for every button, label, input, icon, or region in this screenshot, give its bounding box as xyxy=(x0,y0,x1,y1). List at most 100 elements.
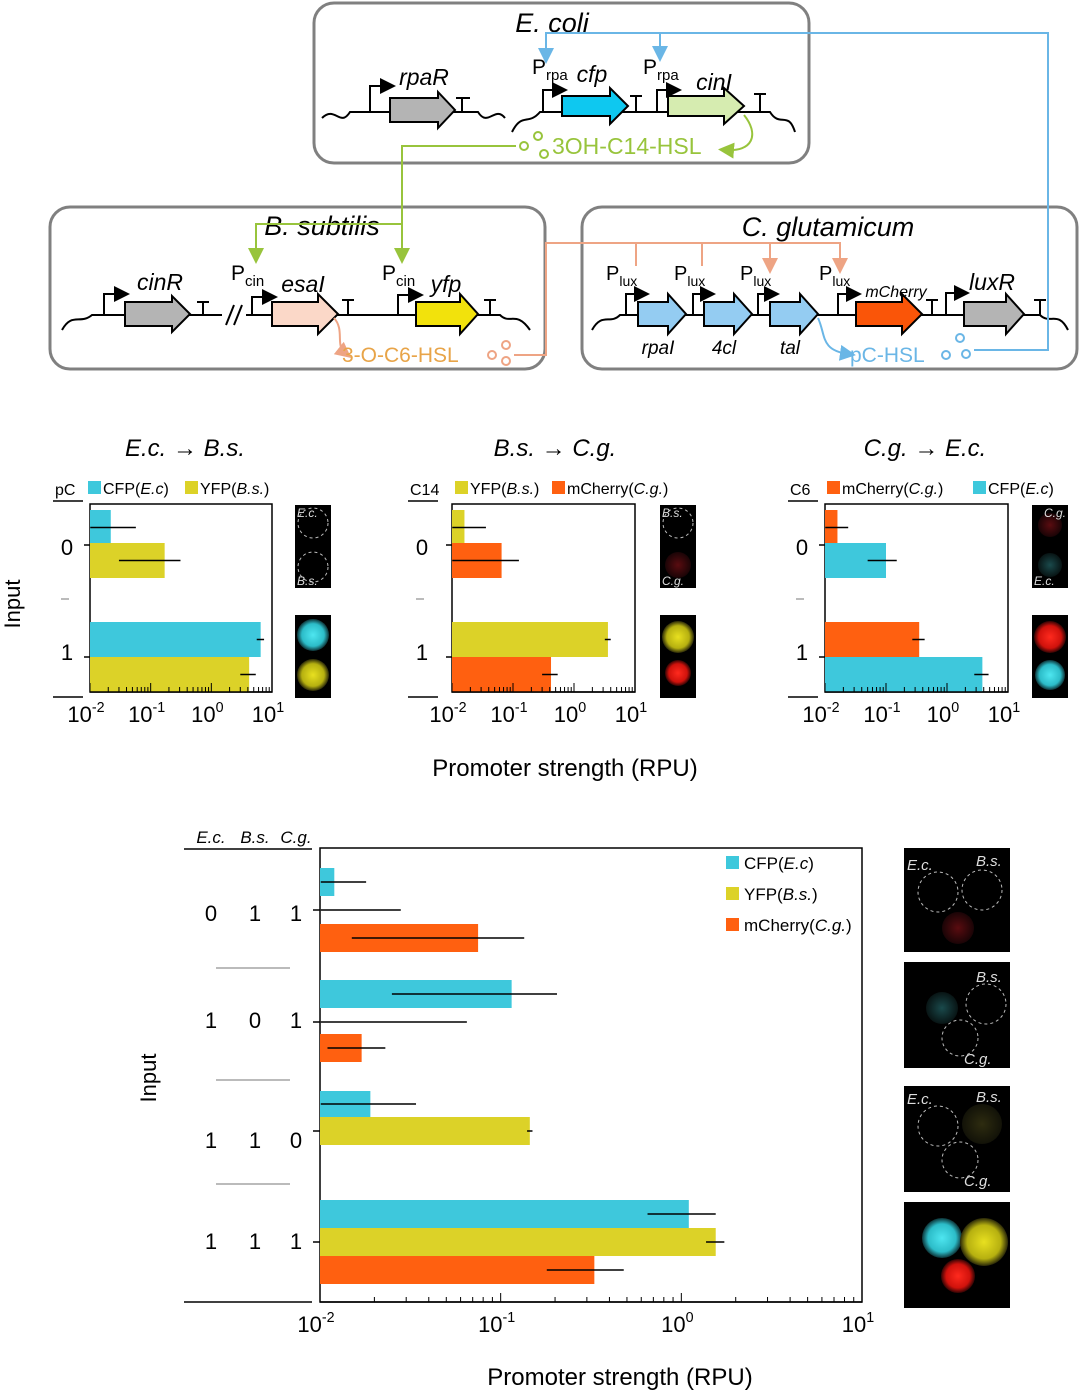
gene-esaI: esaI xyxy=(281,271,325,297)
input-label: C6 xyxy=(790,482,811,499)
svg-text:Plux: Plux xyxy=(606,263,637,289)
c14-signal-arrow xyxy=(394,145,516,264)
colony-outline xyxy=(965,983,1007,1025)
cglu-title: C. glutamicum xyxy=(742,212,915,242)
category-label: 1 xyxy=(290,1008,302,1033)
gene-cfp: cfp xyxy=(577,61,608,87)
micrograph-label: E.c. xyxy=(907,857,933,874)
x-tick-label: 10-2 xyxy=(802,700,839,727)
legend-swatch xyxy=(185,481,198,494)
gene-luxR: luxR xyxy=(969,269,1015,295)
category-label: 0 xyxy=(205,901,217,926)
pc-signal-arrow xyxy=(538,32,1049,351)
x-tick-label: 100 xyxy=(554,700,586,727)
chart-title: E.c. → B.s. xyxy=(125,435,245,462)
category-label: 0 xyxy=(249,1008,261,1033)
circuit-diagram: E. coli rpaR Prpa cfp Prpa cinI 3OH-C14-… xyxy=(48,1,1079,371)
small-chart-2: B.s. → C.g.YFP(B.s.)mCherry(C.g.)C140110… xyxy=(408,435,696,727)
colony xyxy=(1038,513,1062,537)
colony xyxy=(662,621,694,653)
category-label: 0 xyxy=(61,535,73,560)
x-tick-label: 100 xyxy=(927,700,959,727)
signal-pc: pC-HSL xyxy=(850,344,925,367)
x-tick-label: 101 xyxy=(252,700,284,727)
colony xyxy=(960,1218,1008,1266)
colony xyxy=(1038,553,1062,577)
colony xyxy=(926,992,958,1024)
bar xyxy=(452,622,608,657)
colony xyxy=(297,619,329,651)
legend-swatch xyxy=(552,481,565,494)
category-label: 1 xyxy=(61,640,73,665)
promoter-pcin-1: Pcin xyxy=(231,262,264,290)
legend-swatch xyxy=(726,856,739,869)
svg-text:Plux: Plux xyxy=(674,263,705,289)
x-tick-label: 100 xyxy=(191,700,223,727)
x-tick-label: 100 xyxy=(661,1310,693,1337)
svg-text:Plux: Plux xyxy=(819,263,850,289)
c6-signal-arrow xyxy=(514,242,848,356)
category-label: 1 xyxy=(205,1229,217,1254)
gene-yfp: yfp xyxy=(429,271,462,297)
micrograph-label: B.s. xyxy=(297,574,318,588)
category-label: 1 xyxy=(205,1008,217,1033)
colony xyxy=(962,1104,1002,1144)
bar xyxy=(320,1228,716,1256)
bar xyxy=(452,657,552,692)
micrograph-label: C.g. xyxy=(662,574,684,588)
category-label: 1 xyxy=(249,901,261,926)
colony xyxy=(922,1218,962,1258)
bar xyxy=(320,1117,530,1145)
cglu-box xyxy=(580,205,1079,371)
micrograph-label: C.g. xyxy=(964,1051,992,1068)
legend-label: YFP(B.s.) xyxy=(200,481,269,498)
colony xyxy=(941,1259,975,1293)
signal-c6: 3-O-C6-HSL xyxy=(342,344,459,367)
legend-swatch xyxy=(726,887,739,900)
legend-label: mCherry(C.g.) xyxy=(842,481,943,498)
bar xyxy=(90,657,250,692)
colony-outline xyxy=(297,551,329,583)
colony-outline xyxy=(941,1019,979,1057)
legend-swatch xyxy=(827,481,840,494)
chart-title: C.g. → E.c. xyxy=(864,435,987,462)
input-header: E.c. xyxy=(196,828,225,847)
colony xyxy=(942,912,974,944)
x-tick-label: 10-2 xyxy=(67,700,104,727)
x-tick-label: 101 xyxy=(988,700,1020,727)
micrograph-label: E.c. xyxy=(907,1091,933,1108)
micrograph-label: B.s. xyxy=(662,506,683,520)
x-tick-label: 10-1 xyxy=(863,700,900,727)
micrograph xyxy=(904,962,1010,1068)
colony-outline xyxy=(917,871,959,913)
legend-label: YFP(B.s.) xyxy=(470,481,539,498)
promoter-pcin-2: Pcin xyxy=(382,262,415,290)
gene-rpaR: rpaR xyxy=(399,64,449,90)
micrograph xyxy=(295,505,331,588)
gene-cinR: cinR xyxy=(137,269,183,295)
category-label: 0 xyxy=(796,535,808,560)
colony-outline xyxy=(961,869,1003,911)
legend-swatch xyxy=(455,481,468,494)
micrograph-label: C.g. xyxy=(964,1173,992,1190)
legend-swatch xyxy=(88,481,101,494)
x-tick-label: 10-1 xyxy=(478,1310,515,1337)
bar xyxy=(825,622,920,657)
signal-c14: 3OH-C14-HSL xyxy=(552,133,702,159)
category-label: 1 xyxy=(249,1128,261,1153)
colony-outline xyxy=(941,1141,979,1179)
x-tick-label: 10-1 xyxy=(128,700,165,727)
category-label: 1 xyxy=(205,1128,217,1153)
colony xyxy=(1034,621,1066,653)
category-label: 1 xyxy=(796,640,808,665)
small-chart-3: C.g. → E.c.mCherry(C.g.)CFP(E.c)C60110-2… xyxy=(788,435,1068,727)
x-axis-label: Promoter strength (RPU) xyxy=(432,755,697,782)
input-label: C14 xyxy=(410,482,439,499)
bar xyxy=(90,622,261,657)
micrograph-label: E.c. xyxy=(1034,574,1055,588)
legend-swatch xyxy=(726,918,739,931)
chart-title: B.s. → C.g. xyxy=(494,435,617,462)
x-tick-label: 10-2 xyxy=(297,1310,334,1337)
